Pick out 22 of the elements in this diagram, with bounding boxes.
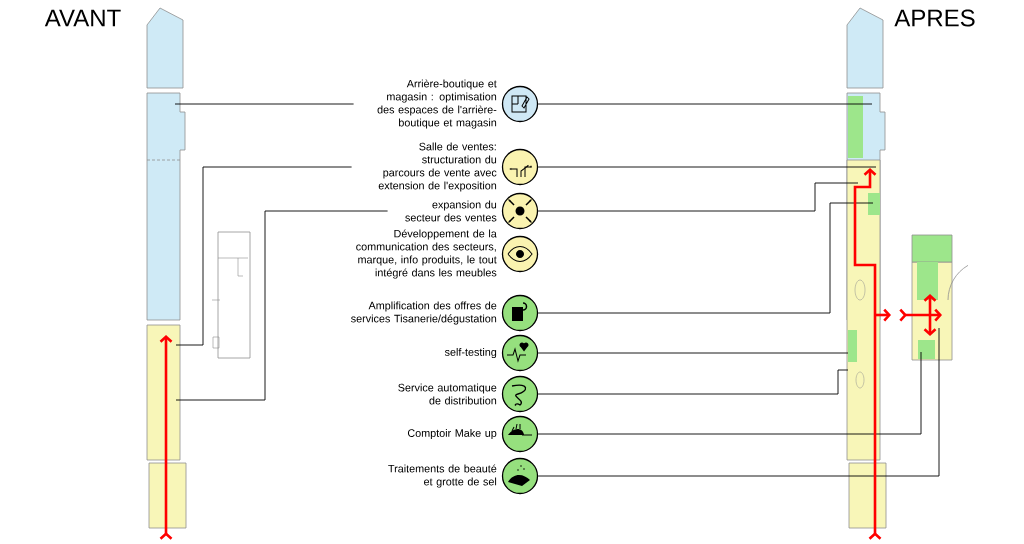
leader-line [537,369,849,395]
callout-text: Comptoir Make up [407,428,497,440]
leader-line [174,103,355,105]
leader-line [537,352,849,354]
callout-text: Développement de la communication des secteurs, marque, info produits, le tout intégré dans les meubles [356,229,497,279]
leader-line [537,103,873,105]
callout-text: Salle de ventes: structuration du parcours de vente avec extension de l'exposition [378,142,497,192]
callout-text: expansion du secteur des ventes [405,200,497,222]
callout-text: Service automatique de distribution [398,383,497,405]
callout-text: self-testing [444,347,497,359]
leader-line [537,182,859,212]
plan-title: AVANT [44,9,121,27]
leader-line [537,166,877,168]
plan-title: APRES [894,9,975,27]
leader-line [537,327,940,477]
leader-line [537,351,922,435]
leader-line [175,166,353,346]
leader-line [175,210,389,401]
callout-text: Amplification des offres de services Tisanerie/dégustation [351,301,497,325]
callout-text: Traitements de beauté et grotte de sel [388,464,497,488]
leader-line [537,202,874,314]
callout-text: Arrière-boutique et magasin : optimisation des espaces de l'arrière-boutique et magasin [377,79,497,129]
